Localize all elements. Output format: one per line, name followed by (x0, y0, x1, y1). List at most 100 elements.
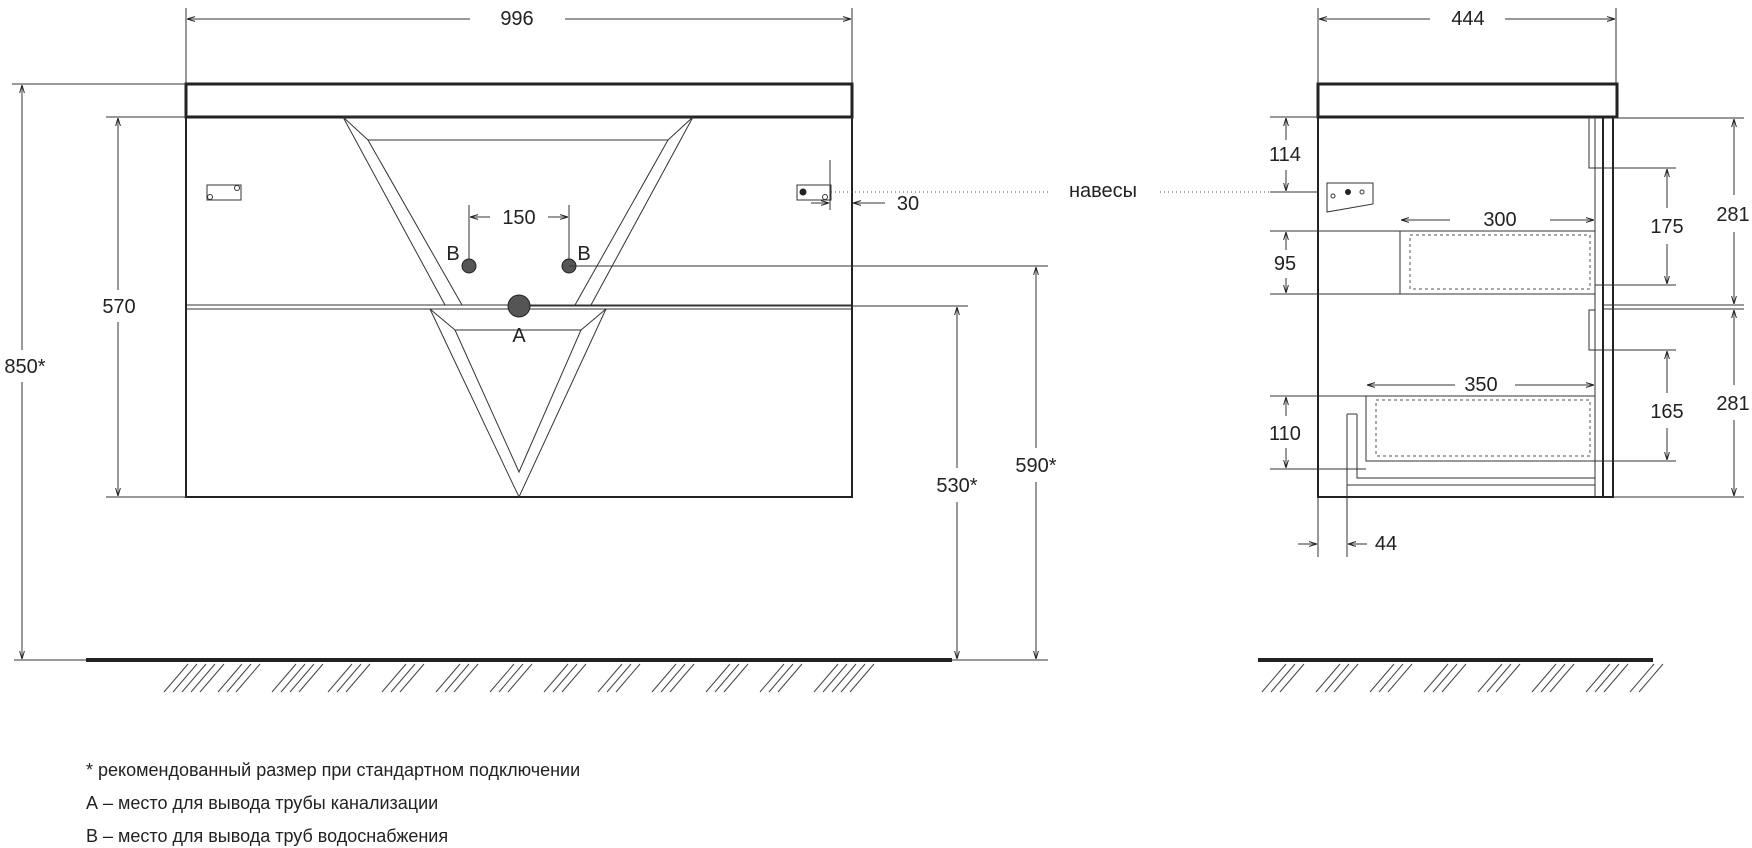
outlet-height-label: 530* (936, 475, 977, 497)
floor-hatch-line (1423, 663, 1449, 693)
floor-hatch-line (759, 663, 785, 693)
floor-hatch-line (435, 663, 461, 693)
upper-drawer-height-label: 95 (1274, 253, 1296, 275)
floor-hatch-line (597, 663, 623, 693)
floor-hatch-line (1495, 663, 1521, 693)
floor-hatch-line (849, 663, 875, 693)
front-dimensions (12, 8, 1315, 659)
hanger-side (1326, 182, 1374, 213)
hanger-left-front (206, 184, 242, 201)
side-countertop (1316, 82, 1619, 119)
front-countertop (184, 82, 854, 119)
floor-hatch-line (714, 663, 740, 693)
floor-hatch-line (1638, 663, 1664, 693)
floor-hatch-line (190, 663, 216, 693)
floor-hatch-line (289, 663, 315, 693)
body-height-label: 570 (102, 296, 135, 318)
floor-hatch-line (1387, 663, 1413, 693)
floor-hatch-line (1629, 663, 1655, 693)
floor-hatch-line (444, 663, 470, 693)
floor-hatch-line (777, 663, 803, 693)
floor-hatch-line (1369, 663, 1395, 693)
total-height-label: 850* (4, 356, 45, 378)
hanger-right-front (796, 184, 832, 201)
floor-hatch-line (1540, 663, 1566, 693)
lower-front-label: 281 (1716, 393, 1749, 415)
floor-hatch-line (280, 663, 306, 693)
floor-hatch-line (298, 663, 324, 693)
floor-hatch-line (345, 663, 371, 693)
side-depth-label: 444 (1451, 8, 1484, 30)
floor-hatch-line (1549, 663, 1575, 693)
inlet-b-left-marker (461, 258, 477, 274)
front-floor (14, 658, 1048, 693)
floor-hatch-line (660, 663, 686, 693)
floor-hatch-line (1315, 663, 1341, 693)
lower-gap-label: 165 (1650, 401, 1683, 423)
note-recommended: * рекомендованный размер при стандартном… (86, 760, 580, 780)
note-a: А – место для вывода трубы канализации (86, 793, 438, 813)
upper-v-frame (342, 116, 694, 306)
floor-hatch-line (271, 663, 297, 693)
floor-hatch-line (489, 663, 515, 693)
floor-hatch-line (552, 663, 578, 693)
floor-hatch-line (1441, 663, 1467, 693)
floor-hatch-line (172, 663, 198, 693)
inlet-b-right-label: B (577, 243, 590, 265)
floor-hatch-line (723, 663, 749, 693)
hanger-top-label: 114 (1269, 144, 1301, 166)
floor-hatch-line (1486, 663, 1512, 693)
floor-hatch-line (181, 663, 207, 693)
floor-hatch-line (199, 663, 225, 693)
upper-drawer-depth-label: 300 (1483, 209, 1516, 231)
front-width-label: 996 (500, 8, 533, 30)
upper-gap-label: 175 (1650, 216, 1683, 238)
floor-hatch-line (669, 663, 695, 693)
floor-hatch-line (1261, 663, 1287, 693)
floor-hatch-line (1477, 663, 1503, 693)
floor-hatch-line (336, 663, 362, 693)
inlet-b-left-label: B (446, 243, 459, 265)
lower-drawer (1346, 309, 1596, 486)
floor-hatch-line (217, 663, 243, 693)
hanger-offset-label: 30 (897, 193, 919, 215)
floor-hatch-line (651, 663, 677, 693)
floor-hatch-line (381, 663, 407, 693)
plinth-label: 44 (1375, 533, 1397, 555)
floor-hatch-line (768, 663, 794, 693)
upper-front-label: 281 (1716, 204, 1749, 226)
floor-hatch-line (453, 663, 479, 693)
floor-hatch-line (1585, 663, 1611, 693)
floor-hatch-line (831, 663, 857, 693)
floor-hatch-line (615, 663, 641, 693)
upper-drawer (1399, 117, 1596, 295)
floor-hatch-line (1531, 663, 1557, 693)
floor-hatch-line (543, 663, 569, 693)
floor-hatch-line (1324, 663, 1350, 693)
floor-hatch-line (822, 663, 848, 693)
floor-hatch-line (226, 663, 252, 693)
floor-hatch-line (705, 663, 731, 693)
note-b: В – место для вывода труб водоснабжения (86, 826, 448, 846)
lower-drawer-depth-label: 350 (1464, 374, 1497, 396)
floor-hatch-line (390, 663, 416, 693)
pipe-spacing-label: 150 (502, 207, 535, 229)
floor-hatch-line (1594, 663, 1620, 693)
floor-hatch-line (327, 663, 353, 693)
floor-hatch-line (235, 663, 261, 693)
side-view (1316, 82, 1619, 498)
floor-hatch-line (606, 663, 632, 693)
floor-hatch-line (1333, 663, 1359, 693)
hangers-label: навесы (1069, 180, 1137, 202)
floor-hatch-line (1432, 663, 1458, 693)
outlet-a-label: A (512, 325, 526, 347)
side-cabinet-body (1317, 116, 1614, 498)
outlet-a-marker (507, 294, 531, 318)
front-view (184, 82, 854, 499)
floor-hatch-line (840, 663, 866, 693)
side-dimensions (1270, 8, 1744, 557)
lower-drawer-height-label: 110 (1269, 423, 1301, 445)
floor-hatch-line (1270, 663, 1296, 693)
floor-hatch-line (1279, 663, 1305, 693)
